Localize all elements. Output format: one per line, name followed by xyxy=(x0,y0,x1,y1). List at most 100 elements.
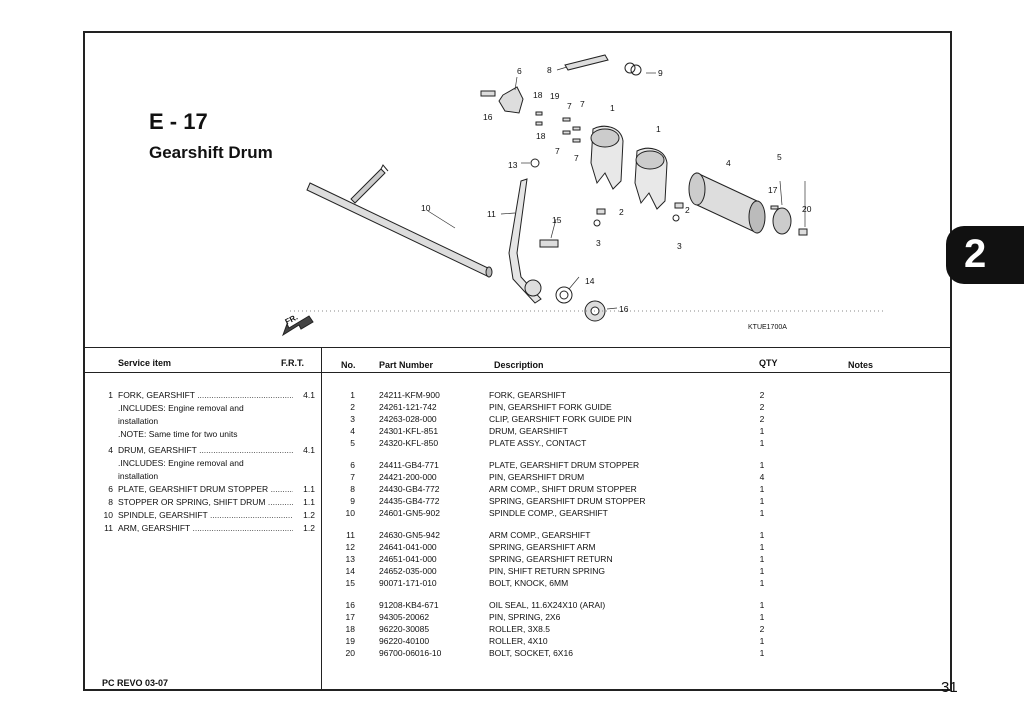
service-frt: 1.2 xyxy=(303,510,315,520)
part-no: 4 xyxy=(350,426,355,436)
description-header: Description xyxy=(494,360,544,370)
service-row: 1 FORK, GEARSHIFT 4.1 xyxy=(93,389,315,402)
part-qty: 2 xyxy=(759,624,765,634)
service-name: STOPPER OR SPRING, SHIFT DRUM xyxy=(118,496,293,509)
divider-columns xyxy=(321,347,322,689)
part-number: 24320-KFL-850 xyxy=(379,438,439,448)
service-note: .NOTE: Same time for two units xyxy=(118,429,238,439)
service-no: 4 xyxy=(108,445,113,455)
callout-7c: 7 xyxy=(555,146,560,156)
part-description: PIN, SHIFT RETURN SPRING xyxy=(489,566,606,576)
service-item-list: 1 FORK, GEARSHIFT 4.1 .INCLUDES: Engine … xyxy=(93,389,315,535)
part-number: 24421-200-000 xyxy=(379,472,437,482)
part-no: 3 xyxy=(350,414,355,424)
spindle-part xyxy=(306,164,493,278)
part-number: 96220-40100 xyxy=(379,636,430,646)
part-description: PIN, GEARSHIFT FORK GUIDE xyxy=(489,402,612,412)
part-qty: 2 xyxy=(759,390,765,400)
callout-6: 6 xyxy=(517,66,522,76)
part-description: PIN, SPRING, 2X6 xyxy=(489,612,561,622)
callout-7d: 7 xyxy=(574,153,579,163)
part-no: 5 xyxy=(350,438,355,448)
qty-header: QTY xyxy=(759,358,778,368)
gearshift-arm-part xyxy=(508,178,542,304)
part-number: 94305-20062 xyxy=(379,612,430,622)
callout-12: 13 xyxy=(508,160,518,170)
part-no: 2 xyxy=(350,402,355,412)
part-no: 7 xyxy=(350,472,355,482)
group-gap xyxy=(333,589,777,599)
part-number: 96220-30085 xyxy=(379,624,430,634)
service-note: installation xyxy=(118,416,159,426)
part-number: 24641-041-000 xyxy=(379,542,437,552)
part-no: 10 xyxy=(345,508,355,518)
divider-diagram xyxy=(85,347,950,348)
part-no: 9 xyxy=(350,496,355,506)
service-note: .INCLUDES: Engine removal and xyxy=(118,403,244,413)
part-number: 90071-171-010 xyxy=(379,578,437,588)
callout-4: 4 xyxy=(726,158,731,168)
part-qty: 1 xyxy=(759,496,765,506)
service-frt: 1.2 xyxy=(303,523,315,533)
part-qty: 1 xyxy=(759,508,765,518)
part-description: ARM COMP., SHIFT DRUM STOPPER xyxy=(489,484,637,494)
part-number: 96700-06016-10 xyxy=(379,648,442,658)
page-number: 31 xyxy=(941,679,958,696)
callout-11: 11 xyxy=(487,209,496,219)
callout-17: 17 xyxy=(768,185,778,195)
part-qty: 2 xyxy=(759,414,765,424)
service-row: 8 STOPPER OR SPRING, SHIFT DRUM 1.1 xyxy=(93,496,315,509)
part-description: SPRING, GEARSHIFT RETURN xyxy=(489,554,613,564)
callout-9: 9 xyxy=(658,68,663,78)
callout-1a: 1 xyxy=(610,103,615,113)
service-note: .INCLUDES: Engine removal and xyxy=(118,458,244,468)
part-no: 16 xyxy=(345,600,355,610)
service-row: 10 SPINDLE, GEARSHIFT 1.2 xyxy=(93,509,315,522)
catalog-frame: E - 17 Gearshift Drum xyxy=(83,31,952,691)
part-qty: 4 xyxy=(759,472,765,482)
part-description: PLATE, GEARSHIFT DRUM STOPPER xyxy=(489,460,640,470)
part-number: 24411-GB4-771 xyxy=(379,460,439,470)
callout-15: 16 xyxy=(483,112,493,122)
part-number-header: Part Number xyxy=(379,360,434,370)
part-no: 1 xyxy=(350,390,355,400)
part-number: 24435-GB4-772 xyxy=(379,496,440,506)
part-description: FORK, GEARSHIFT xyxy=(489,390,566,400)
part-description: BOLT, SOCKET, 6X16 xyxy=(489,648,573,658)
part-description: PLATE ASSY., CONTACT xyxy=(489,438,587,448)
part-no: 14 xyxy=(345,566,355,576)
group-gap xyxy=(333,519,777,529)
part-description: BOLT, KNOCK, 6MM xyxy=(489,578,569,588)
group-gap xyxy=(333,449,777,459)
part-no: 20 xyxy=(345,648,355,658)
part-qty: 1 xyxy=(759,578,765,588)
part-no: 12 xyxy=(345,542,355,552)
part-number: 24601-GN5-902 xyxy=(379,508,440,518)
part-qty: 1 xyxy=(759,426,765,436)
service-frt: 4.1 xyxy=(303,390,315,400)
part-no: 11 xyxy=(346,530,355,540)
part-qty: 1 xyxy=(759,648,765,658)
service-name: FORK, GEARSHIFT xyxy=(118,389,293,402)
section-code: E - 17 xyxy=(149,109,208,134)
part-number: 24651-041-000 xyxy=(379,554,437,564)
service-row: 11 ARM, GEARSHIFT 1.2 xyxy=(93,522,315,535)
part-description: CLIP, GEARSHIFT FORK GUIDE PIN xyxy=(489,414,632,424)
service-name: ARM, GEARSHIFT xyxy=(118,522,293,535)
part-number: 24430-GB4-772 xyxy=(379,484,440,494)
callout-2b: 2 xyxy=(685,205,690,215)
divider-table-header xyxy=(85,372,950,373)
part-no: 18 xyxy=(345,624,355,634)
service-frt: 1.1 xyxy=(303,497,315,507)
part-qty: 1 xyxy=(759,530,765,540)
diagram-code: KTUE1700A xyxy=(748,324,787,331)
callout-3b: 3 xyxy=(677,241,682,251)
